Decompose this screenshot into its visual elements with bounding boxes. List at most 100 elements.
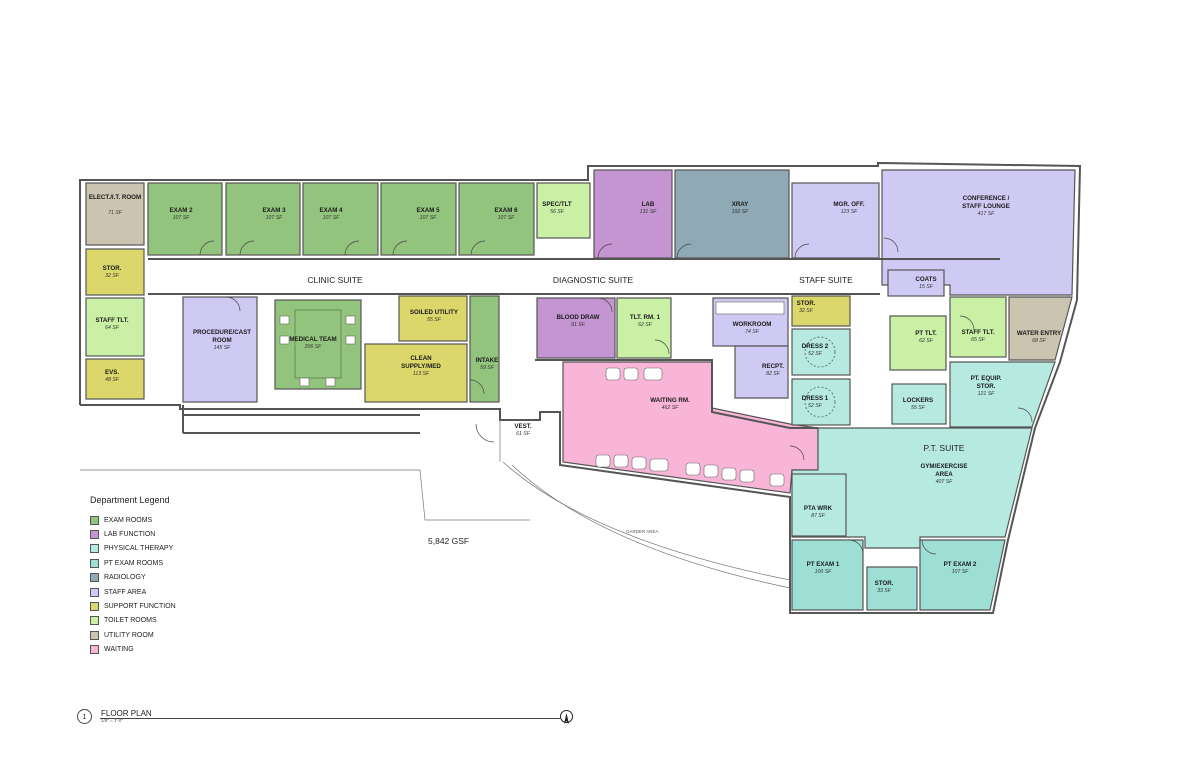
area-dress2: 52 SF bbox=[808, 351, 823, 357]
area-ptexam1: 100 SF bbox=[815, 569, 833, 575]
clean-supply-room[interactable] bbox=[364, 343, 468, 403]
waiting-seat-11 bbox=[739, 469, 755, 483]
gym-room[interactable] bbox=[791, 427, 1033, 549]
mgr-off-room[interactable] bbox=[791, 182, 880, 259]
elect-room[interactable] bbox=[85, 182, 145, 246]
waiting-seat-10 bbox=[721, 467, 737, 481]
door-ptexam1[interactable] bbox=[848, 539, 864, 555]
door-procedure[interactable] bbox=[225, 296, 241, 312]
area-exam5: 107 SF bbox=[420, 215, 438, 221]
door-exam6[interactable] bbox=[470, 240, 486, 256]
door-ptexam2[interactable] bbox=[921, 539, 937, 555]
door-lab[interactable] bbox=[597, 243, 613, 259]
tlt-rm-1-room[interactable] bbox=[616, 297, 672, 359]
area-xray: 192 SF bbox=[732, 209, 750, 215]
door-blood[interactable] bbox=[597, 297, 613, 313]
coats-room[interactable] bbox=[887, 269, 945, 297]
label-clean: CLEAN bbox=[410, 355, 432, 362]
water-entry-room[interactable] bbox=[1008, 296, 1073, 361]
pt-exam-1-room[interactable] bbox=[791, 539, 864, 611]
area-exam3: 107 SF bbox=[266, 215, 284, 221]
exam-6-room[interactable] bbox=[458, 182, 535, 256]
legend: EXAM ROOMS LAB FUNCTION PHYSICAL THERAPY… bbox=[90, 513, 176, 657]
label-clean-2: SUPPLY/MED bbox=[401, 363, 441, 370]
medteam-chair-6 bbox=[325, 377, 336, 387]
pta-wrk-room[interactable] bbox=[791, 473, 847, 537]
exam-4-room[interactable] bbox=[302, 182, 379, 256]
label-blood: BLOOD DRAW bbox=[557, 314, 600, 321]
exam-5-room[interactable] bbox=[380, 182, 457, 256]
stor-left-room[interactable] bbox=[85, 248, 145, 296]
label-procedure-2: ROOM bbox=[212, 337, 231, 344]
label-procedure: PROCEDURE/CAST bbox=[193, 329, 251, 336]
soiled-utility-room[interactable] bbox=[398, 295, 468, 342]
area-lockers: 55 SF bbox=[911, 405, 926, 411]
dress-2-room[interactable] bbox=[791, 328, 851, 376]
furniture bbox=[279, 301, 785, 487]
stor-mid-room[interactable] bbox=[791, 295, 851, 327]
legend-item: SUPPORT FUNCTION bbox=[90, 599, 176, 613]
label-water: WATER ENTRY bbox=[1017, 330, 1062, 337]
label-recpt: RECPT. bbox=[762, 363, 784, 370]
area-workroom: 74 SF bbox=[745, 329, 760, 335]
title-underline bbox=[100, 718, 560, 719]
area-stor-left: 32 SF bbox=[105, 273, 120, 279]
legend-label: TOILET ROOMS bbox=[104, 617, 157, 625]
door-conf[interactable] bbox=[883, 237, 899, 253]
legend-label: EXAM ROOMS bbox=[104, 516, 153, 524]
legend-swatch bbox=[90, 630, 99, 640]
label-evs: EVS. bbox=[105, 369, 119, 376]
door-intake[interactable] bbox=[469, 379, 485, 395]
spec-tlt-room[interactable] bbox=[536, 182, 591, 239]
intake-room[interactable] bbox=[469, 295, 500, 403]
door-staff-tlt[interactable] bbox=[959, 315, 975, 331]
door-mgr[interactable] bbox=[794, 243, 810, 259]
lockers-room[interactable] bbox=[891, 383, 947, 425]
door-exam2[interactable] bbox=[199, 240, 215, 256]
legend-item: TOILET ROOMS bbox=[90, 614, 176, 628]
dress-1-room[interactable] bbox=[791, 378, 851, 426]
area-vest: 61 SF bbox=[516, 431, 531, 437]
pt-exam-2-room[interactable] bbox=[919, 539, 1006, 611]
exterior-wall-east bbox=[789, 299, 1078, 614]
door-xray[interactable] bbox=[676, 243, 692, 259]
stor-pt-room[interactable] bbox=[866, 566, 918, 611]
door-exam3[interactable] bbox=[239, 240, 255, 256]
staff-tlt-right-room[interactable] bbox=[949, 296, 1007, 358]
staff-tlt-left-room[interactable] bbox=[85, 297, 145, 357]
area-recpt: 82 SF bbox=[766, 371, 781, 377]
medteam-chair-3 bbox=[345, 315, 356, 325]
area-spec: 56 SF bbox=[550, 209, 565, 215]
xray-room[interactable] bbox=[674, 169, 790, 259]
area-gym: 407 SF bbox=[936, 479, 954, 485]
reception-desk bbox=[715, 301, 785, 315]
label-dress1: DRESS 1 bbox=[802, 395, 829, 402]
door-vest[interactable] bbox=[475, 423, 495, 443]
legend-label: UTILITY ROOM bbox=[104, 631, 154, 639]
lab-room[interactable] bbox=[593, 169, 673, 259]
exam-2-room[interactable] bbox=[147, 182, 223, 256]
conference-room[interactable] bbox=[881, 169, 1076, 296]
door-exam4[interactable] bbox=[344, 240, 360, 256]
label-intake: INTAKE bbox=[476, 357, 499, 364]
legend-swatch bbox=[90, 602, 99, 612]
door-tlt1[interactable] bbox=[654, 339, 670, 355]
procedure-room[interactable] bbox=[182, 296, 258, 403]
legend-item: LAB FUNCTION bbox=[90, 527, 176, 541]
waiting-seat-5 bbox=[613, 454, 629, 468]
door-waiting[interactable] bbox=[789, 445, 805, 461]
legend-swatch bbox=[90, 616, 99, 626]
door-exam5[interactable] bbox=[392, 240, 408, 256]
area-exam2: 107 SF bbox=[173, 215, 191, 221]
label-gym: GYM/EXERCISE bbox=[920, 463, 967, 470]
pt-tlt-room[interactable] bbox=[889, 315, 947, 371]
exam-3-room[interactable] bbox=[225, 182, 301, 256]
recpt-room[interactable] bbox=[734, 345, 789, 399]
label-tlt1: TLT. RM. 1 bbox=[630, 314, 661, 321]
evs-room[interactable] bbox=[85, 358, 145, 400]
area-staff-tlt-left: 64 SF bbox=[105, 325, 120, 331]
room-labels: ELECT./I.T. ROOM 71 SF EXAM 2 107 SF EXA… bbox=[89, 194, 1062, 594]
door-ptequip[interactable] bbox=[1017, 407, 1033, 423]
blood-draw-room[interactable] bbox=[536, 297, 616, 359]
pt-equip-room[interactable] bbox=[949, 361, 1056, 428]
